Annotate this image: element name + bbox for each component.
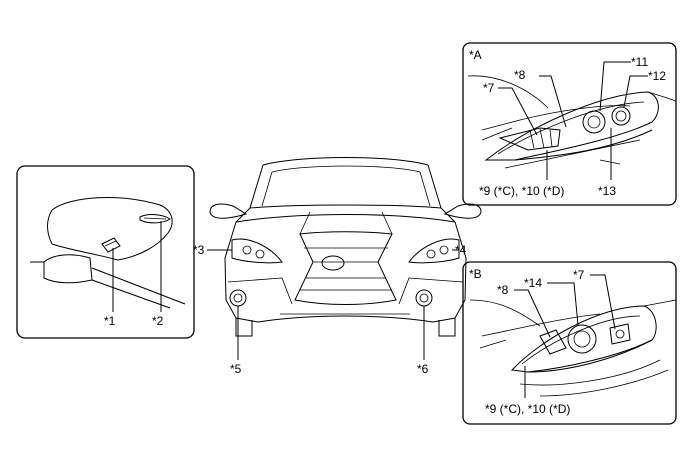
headlight-b-drawing (469, 299, 677, 397)
leader-line-a11 (599, 61, 631, 112)
mirror-panel: *1 *2 (16, 165, 195, 339)
headlight-a-drawing (467, 75, 677, 169)
callout-a8: *8 (514, 68, 526, 82)
car-body-drawing (209, 157, 482, 337)
callout-6: *6 (417, 362, 429, 376)
spindle-grille (294, 231, 397, 305)
callout-a9-10: *9 (*C), *10 (*D) (479, 184, 564, 198)
callout-a11: *11 (631, 55, 648, 69)
callout-a13: *13 (598, 184, 616, 198)
callout-b9-10: *9 (*C), *10 (*D) (485, 402, 570, 416)
car-front-view: *3 *4 *5 *6 (193, 157, 482, 376)
detail-a-frame (462, 42, 677, 206)
left-fog-lamp (229, 289, 247, 307)
callout-b14: *14 (524, 276, 542, 290)
detail-b-panel: *B *8 *14 *7 *9 (*C), *10 (*D) (462, 261, 677, 425)
callout-2: *2 (152, 314, 164, 328)
callout-3: *3 (193, 243, 205, 257)
leader-line-b7 (590, 274, 616, 330)
callout-1: *1 (104, 314, 116, 328)
mirror-panel-frame (16, 165, 195, 339)
callout-b8: *8 (497, 283, 509, 297)
side-mirror-drawing (30, 197, 186, 309)
leader-line-a12 (623, 75, 648, 108)
leader-line-a8 (539, 75, 567, 128)
detail-a-tag: *A (469, 48, 482, 62)
right-fog-lamp (415, 289, 433, 307)
callout-4: *4 (455, 243, 467, 257)
leader-line-b14 (547, 282, 579, 326)
callout-5: *5 (230, 362, 242, 376)
callout-b7: *7 (573, 268, 585, 282)
callout-a12: *12 (648, 69, 666, 83)
callout-a7: *7 (483, 81, 495, 95)
leader-line-b8 (514, 289, 551, 338)
leader-line-a7 (498, 87, 538, 136)
detail-a-panel: *A *7 *8 *11 *12 (462, 42, 677, 206)
left-headlight (231, 238, 283, 264)
detail-b-tag: *B (469, 267, 482, 281)
detail-b-frame (462, 261, 677, 425)
right-headlight (408, 238, 460, 264)
